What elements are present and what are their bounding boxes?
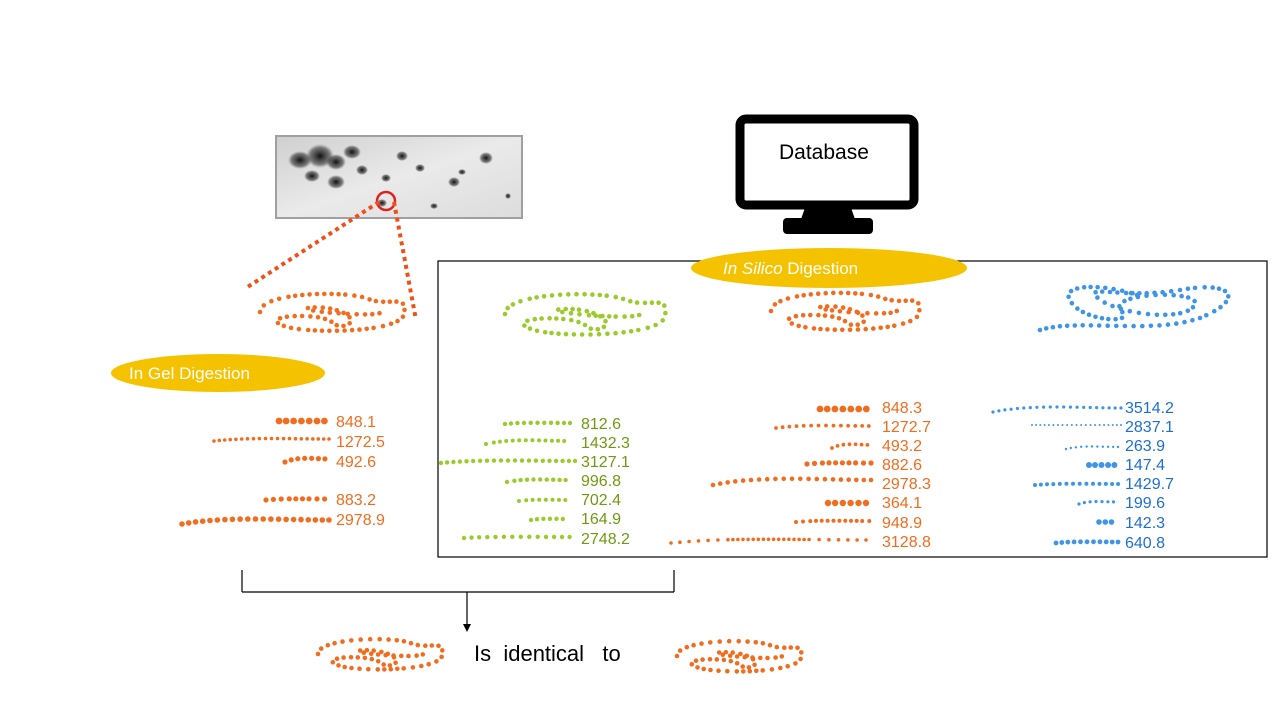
blue-mass-5: 1429.7 [1125,476,1174,493]
peptide-green-2 [484,438,567,446]
blue-mass-3: 263.9 [1125,438,1165,455]
peptide-blue-7 [1096,519,1115,525]
in-silico-italic: In Silico [723,259,783,278]
green-mass-1: 812.6 [581,416,621,433]
protein-identical-right [674,638,804,674]
blue-mass-6: 199.6 [1125,495,1165,512]
peptide-orange-5 [710,476,874,488]
orange-mass-3: 493.2 [882,438,922,455]
in-gel-label: In Gel Digestion [129,364,250,383]
orange-mass-6: 364.1 [882,495,922,512]
identical-label: Is identical to [474,641,621,666]
green-mass-2: 1432.3 [581,435,630,452]
protein-green [502,291,668,337]
peptide-blue-1 [991,405,1123,414]
peptide-gel-1 [275,417,328,425]
orange-mass-7: 948.9 [882,515,922,532]
in-silico-rest: Digestion [783,259,859,278]
green-mass-4: 996.8 [581,473,621,490]
in-gel-mass-3: 492.6 [336,454,376,471]
green-mass-7: 2748.2 [581,531,630,548]
in-gel-badge: In Gel Digestion [111,354,325,392]
merge-bracket [241,570,675,624]
svg-text:In Silico Digestion: In Silico Digestion [723,259,858,278]
peptide-gel-2 [212,436,331,443]
blue-mass-1: 3514.2 [1125,400,1174,417]
peptide-orange-6 [824,499,870,507]
blue-mass-2: 2837.1 [1125,419,1174,436]
peptide-green-5 [517,497,568,503]
peptide-gel-3 [282,455,328,465]
peptide-gel-5 [179,516,332,527]
green-mass-5: 702.4 [581,492,621,509]
peptide-blue-6 [1077,499,1116,506]
blue-mass-4: 147.4 [1125,457,1165,474]
peptide-blue-5 [1033,481,1121,487]
gel-image [275,135,523,219]
peptide-gel-4 [263,496,328,503]
in-gel-mass-4: 883.2 [336,492,376,509]
peptide-orange-3 [830,442,870,450]
orange-mass-5: 2978.3 [882,476,931,493]
orange-mass-1: 848.3 [882,400,922,417]
peptide-blue-2 [1031,424,1122,426]
peptide-orange-7 [794,518,872,524]
peptide-orange-8 [669,537,868,545]
peptide-green-4 [504,477,568,485]
database-label: Database [779,141,869,164]
peptide-orange-4 [804,460,874,467]
peptide-blue-4 [1086,462,1118,468]
protein-identical-left [315,636,445,672]
in-silico-badge: In Silico Digestion [691,248,967,288]
green-mass-3: 3127.1 [581,454,630,471]
peptide-blue-8 [1053,539,1121,546]
peptide-orange-1 [816,405,870,413]
peptide-green-7 [461,534,572,541]
green-mass-6: 164.9 [581,511,621,528]
peptide-blue-3 [1064,445,1120,451]
in-gel-mass-2: 1272.5 [336,434,385,451]
protein-orange-silico [768,290,922,333]
zoom-line-left [244,200,381,290]
blue-mass-7: 142.3 [1125,515,1165,532]
down-arrow-icon [463,624,471,632]
orange-mass-4: 882.6 [882,457,922,474]
in-gel-mass-5: 2978.9 [336,512,385,529]
protein-in-gel [257,291,407,334]
orange-mass-8: 3128.8 [882,534,931,551]
computer-monitor-icon: Database [735,114,919,234]
protein-blue [1037,284,1231,333]
peptide-orange-2 [774,423,871,430]
peptide-green-6 [528,516,565,523]
in-gel-mass-1: 848.1 [336,414,376,431]
orange-mass-2: 1272.7 [882,419,931,436]
blue-mass-8: 640.8 [1125,535,1165,552]
peptide-green-1 [502,420,573,427]
peptide-green-3 [438,458,578,466]
